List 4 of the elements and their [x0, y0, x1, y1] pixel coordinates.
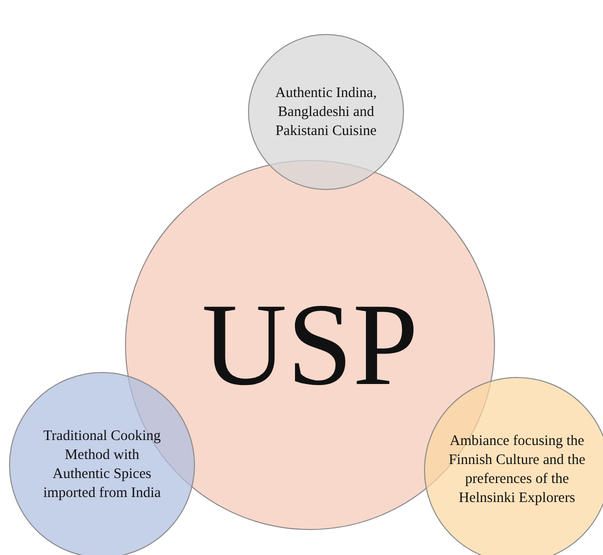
circle-text: Ambiance focusing the Finnish Culture and the preferences of the Helnsinki Explorers	[448, 432, 586, 508]
circle-text: Traditional Cooking Method with Authentic Spices imported from India	[42, 427, 162, 503]
center-heading: USP	[200, 286, 420, 404]
circle-text: Authentic Indina, Bangladeshi and Pakistani Cuisine	[274, 84, 378, 140]
